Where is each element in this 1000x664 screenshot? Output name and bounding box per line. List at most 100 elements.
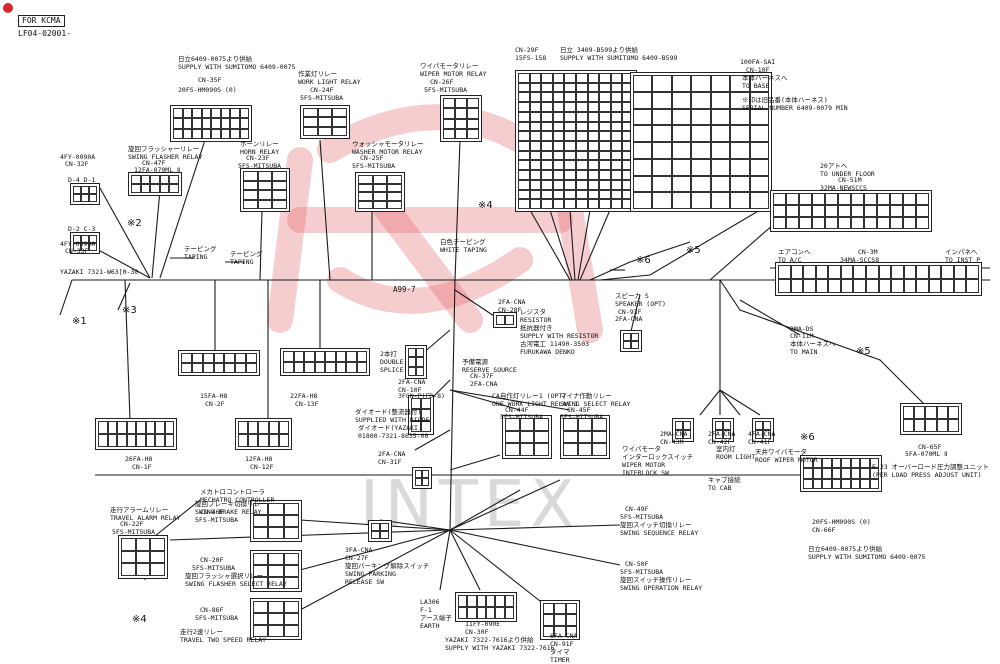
connector-pin <box>253 515 269 527</box>
l-5fs-20-label: 5FS-MITSUBA <box>192 564 236 572</box>
connector-pin <box>564 82 576 93</box>
connector-pin <box>691 91 711 109</box>
l-yazaki-2-label: ダイオード(YAZAKI 01800-7321-8635-00 <box>358 424 429 440</box>
connector-pin <box>947 419 959 432</box>
connector-pin <box>610 199 623 209</box>
cn2f-block <box>178 350 260 376</box>
cn29f-block <box>515 70 637 212</box>
connector-pin <box>730 192 750 209</box>
connector-pin <box>258 434 269 447</box>
connector-pin <box>587 179 600 190</box>
connector-pin <box>633 108 653 126</box>
cn3m-block <box>775 262 982 296</box>
connector-pin <box>408 357 416 367</box>
connector-pin <box>121 550 136 564</box>
l-cn86f-label: CN-86F <box>200 606 224 614</box>
connector-pin <box>314 362 325 373</box>
l-15fs-label: 15FS-158 <box>515 54 547 62</box>
marker-3: ※3 <box>122 305 137 316</box>
connector-pin <box>671 192 692 209</box>
connector-pin <box>131 184 141 193</box>
connector-pin <box>577 443 593 456</box>
connector-pin <box>257 180 273 190</box>
connector-pin <box>518 82 530 93</box>
connector-pin <box>150 538 165 551</box>
l-5fs-26-label: 5FS-MITSUBA <box>424 86 468 94</box>
connector-pin <box>89 235 97 243</box>
connector-pin <box>864 205 877 217</box>
connector-pin <box>253 503 269 515</box>
connector-pin <box>253 553 269 565</box>
down-branch-3 <box>414 429 451 451</box>
l-la306-label: LA306 F-1 アース端子 EARTH <box>420 598 452 630</box>
connector-pin <box>552 82 565 93</box>
connector-pin <box>552 150 565 161</box>
connector-pin <box>519 443 535 456</box>
connector-pin <box>610 121 623 132</box>
connector-pin <box>916 205 929 217</box>
connector-pin <box>358 175 373 184</box>
connector-pin <box>505 418 520 431</box>
connector-pin <box>675 430 683 439</box>
connector-pin <box>541 160 553 171</box>
l-work-light-label: 作業灯リレー WORK LIGHT RELAY <box>298 70 361 86</box>
l-cn51m-label: CN-51M <box>838 176 862 184</box>
connector-pin <box>346 362 357 373</box>
l-taping-2-label: テーピング TAPING <box>230 250 263 266</box>
connector-pin <box>853 265 866 279</box>
connector-pin <box>587 170 600 180</box>
connector-pin <box>243 199 258 209</box>
branch-cn1f <box>124 279 131 421</box>
connector-pin <box>773 205 786 217</box>
connector-pin <box>860 478 870 489</box>
connector-pin <box>554 625 566 637</box>
connector-pin <box>903 279 917 293</box>
connector-pin <box>799 193 812 205</box>
l-aircon-label: エアコンへ TO A/C <box>778 248 811 264</box>
l-4fy-1-label: 4FY-0090A <box>60 153 96 161</box>
connector-pin <box>730 175 750 193</box>
l-inpane-label: インパネへ TO INST P <box>945 248 981 264</box>
connector-pin <box>224 363 236 373</box>
connector-pin <box>191 353 203 363</box>
connector-pin <box>576 131 588 141</box>
l-12fa-070ml-label: 12FA-070ML Ⅱ <box>134 166 181 174</box>
branch-cn29f-3 <box>569 209 576 281</box>
l-6fa-cn91f-label: 6FA-CNA CN-91F タイマ TIMER <box>550 632 578 664</box>
connector-pin <box>691 125 711 142</box>
l-oper-press-label: E-23 オーバーロード圧力調整ユニット (PER LOAD PRESS ADJ… <box>872 463 990 479</box>
connector-pin <box>455 108 467 119</box>
connector-pin <box>610 111 623 122</box>
l-cn35f-label: CN-35F <box>198 76 222 84</box>
connector-pin <box>851 193 864 205</box>
connector-pin <box>633 125 653 142</box>
connector-pin <box>610 141 623 151</box>
connector-pin <box>966 279 979 293</box>
connector-pin <box>710 108 731 126</box>
connector-pin <box>631 341 639 349</box>
connector-pin <box>387 175 402 184</box>
l-2fa-37-label: 2FA-CNA <box>470 380 498 388</box>
l-100fa-label: 100FA-SAI <box>740 58 776 66</box>
l-cn13f-label: CN-13F <box>295 400 319 408</box>
connector-pin <box>925 419 937 432</box>
connector-pin <box>865 279 879 293</box>
connector-pin <box>576 170 588 180</box>
connector-pin <box>283 565 299 577</box>
l-swing-flasher-2-label: 旋回フラッシャ選択リレー SWING FLASHER SELECT RELAY <box>185 572 287 588</box>
connector-pin <box>224 353 236 363</box>
connector-pin <box>610 150 623 161</box>
connector-pin <box>838 193 851 205</box>
l-swing-seq-label: 旋回スイッチ切換リレー SWING SEQUENCE RELAY <box>620 521 699 537</box>
fan-4 <box>169 529 451 541</box>
connector-pin <box>235 363 247 373</box>
connector-pin <box>916 193 929 205</box>
l-supply-resistor-label: 抵抗器付き SUPPLY WITH RESISTOR <box>520 324 599 340</box>
diode-block <box>408 395 434 435</box>
cn24f-block <box>300 105 350 139</box>
connector-pin <box>587 121 600 132</box>
connector-pin <box>633 158 653 176</box>
l-20fs-2-label: 20FS-HM090S (0) CN-66F <box>812 518 871 534</box>
cn25f-block <box>355 172 405 212</box>
connector-pin <box>815 279 829 293</box>
